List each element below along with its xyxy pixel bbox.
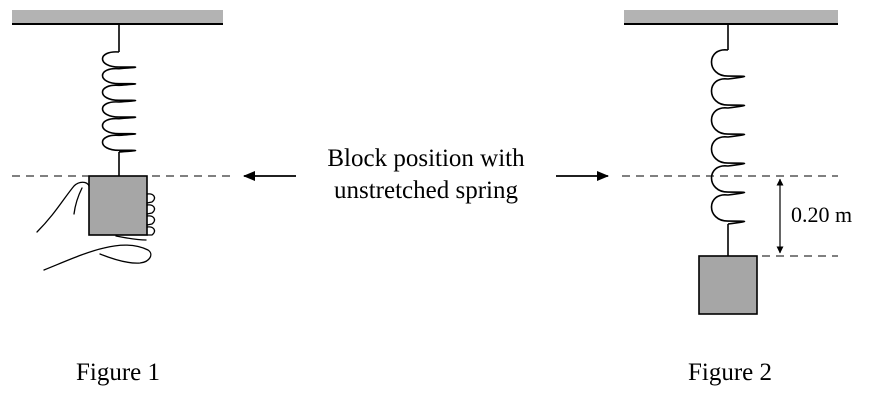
figure-2: 0.20 m Figure 2: [622, 10, 852, 386]
hand-icon: [36, 181, 156, 271]
center-label-line-2: unstretched spring: [334, 177, 518, 204]
ceiling: [12, 10, 223, 24]
extension-label: 0.20 m: [791, 202, 852, 227]
figure-1-caption: Figure 1: [76, 359, 160, 386]
center-label-line-1: Block position with: [327, 145, 525, 172]
spring-coil: [710, 49, 746, 225]
block: [88, 175, 148, 236]
figure-2-caption: Figure 2: [688, 359, 772, 386]
spring-coil: [101, 51, 137, 153]
block: [698, 255, 758, 315]
center-annotation: Block position with unstretched spring: [243, 145, 609, 204]
figure-1: Figure 1: [12, 10, 232, 386]
ceiling: [624, 10, 838, 24]
